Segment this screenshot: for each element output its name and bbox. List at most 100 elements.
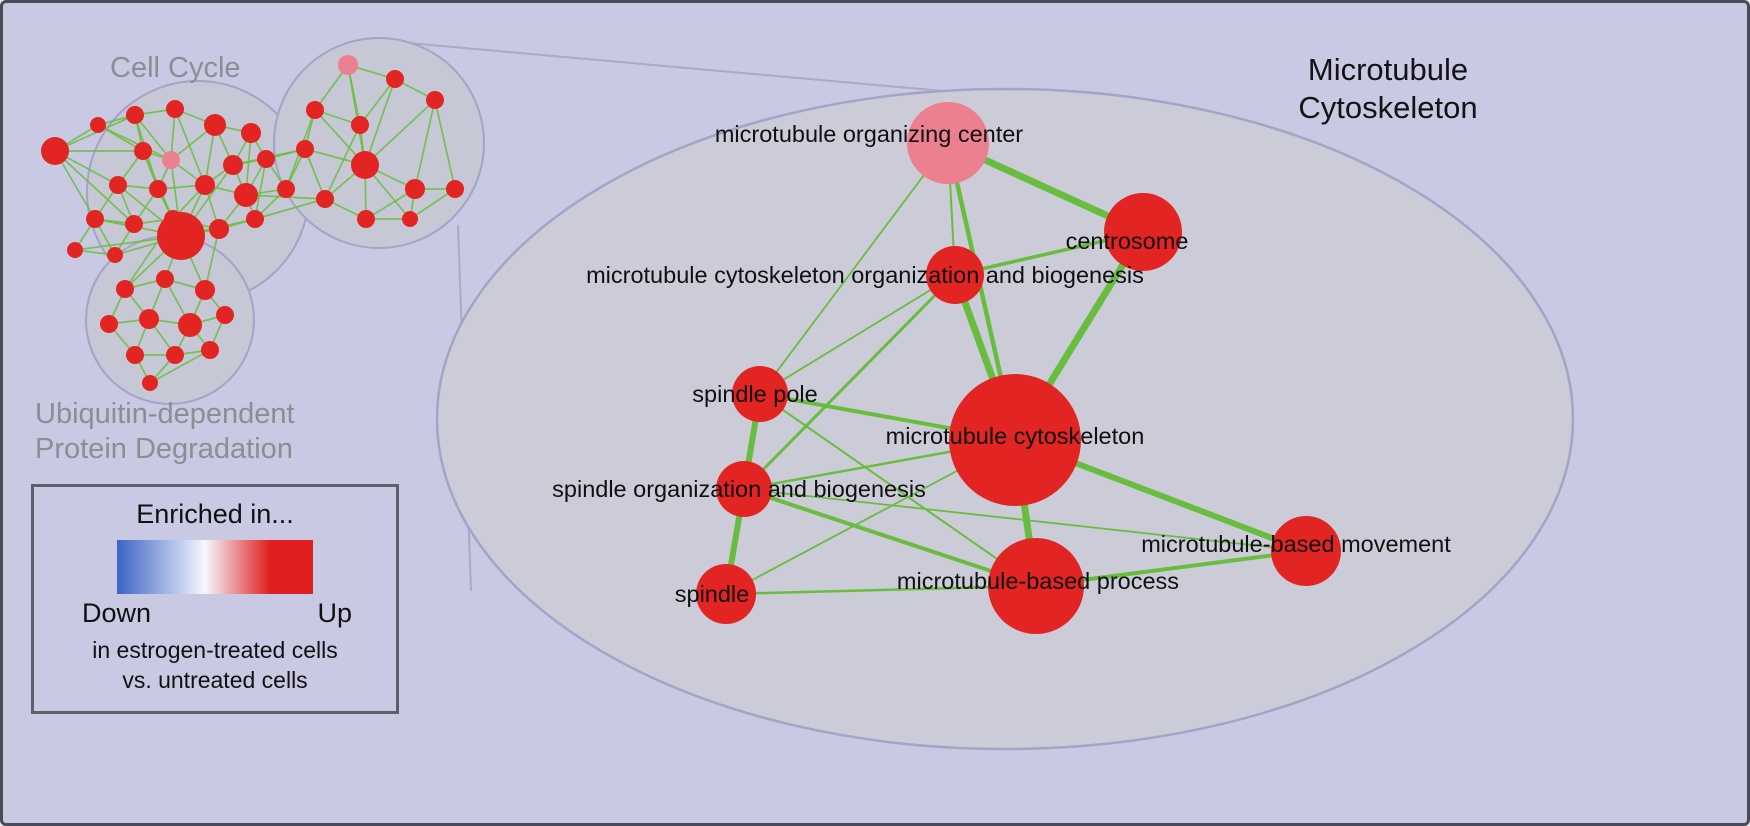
cluster-label-microtubule-cytoskeleton: Microtubule Cytoskeleton [1258, 51, 1518, 127]
mini-node [446, 180, 464, 198]
mini-node [126, 346, 144, 364]
node-spindle-pole [732, 366, 788, 422]
mini-edge [134, 114, 172, 161]
zoomed-network: microtubule organizing center centrosome m… [552, 102, 1451, 634]
network-scene: microtubule organizing center centrosome m… [41, 37, 1575, 751]
mini-node [162, 151, 180, 169]
edge-microtubule-cytoskeleton-organization-and-biogenesis--spindle-pole [759, 274, 956, 395]
node-microtubule-based-movement [1271, 516, 1341, 586]
ubiquitin-label-line2: Protein Degradation [35, 432, 293, 465]
mini-node [90, 117, 106, 133]
edge-spindle--microtubule-based-process [724, 584, 1038, 596]
edge-microtubule-cytoskeleton-organization-and-biogenesis--spindle-organization-and-biogenesis [742, 273, 957, 491]
mini-edge [434, 99, 456, 190]
node-label-spindle: spindle [675, 581, 749, 607]
mini-node [357, 210, 375, 228]
node-label-microtubule-cytoskeleton-organization-and-biogenesis: microtubule cytoskeleton organization an… [586, 262, 1144, 288]
legend-subtitle-line2: vs. untreated cells [122, 667, 308, 694]
mini-node [257, 150, 275, 168]
mini-node [405, 179, 425, 199]
node-label-microtubule-based-process: microtubule-based process [897, 568, 1179, 594]
node-label-spindle-organization-and-biogenesis: spindle organization and biogenesis [552, 476, 926, 502]
legend-title: Enriched in... [136, 499, 294, 529]
mini-edge [254, 158, 267, 220]
mini-node [157, 212, 205, 260]
mini-node [296, 140, 314, 158]
edge-spindle-organization-and-biogenesis--microtubule-based-process [742, 487, 1038, 588]
mini-node [134, 142, 152, 160]
mini-node [166, 100, 184, 118]
legend-subtitle: in estrogen-treated cells vs. untreated … [34, 635, 396, 696]
mini-node [338, 55, 358, 75]
legend: Enriched in... Down Up in estrogen-treat… [31, 484, 399, 714]
node-microtubule-cytoskeleton-organization-and-biogenesis [926, 246, 984, 304]
mini-edge [97, 124, 172, 161]
mini-edge [204, 228, 220, 291]
mini-edge [149, 349, 211, 384]
mini-node [116, 280, 134, 298]
node-label-microtubule-organizing-center: microtubule organizing center [715, 121, 1023, 147]
mini-node [204, 114, 226, 136]
node-microtubule-cytoskeleton [949, 374, 1081, 506]
edge-spindle-pole--microtubule-based-process [759, 393, 1037, 587]
node-spindle-organization-and-biogenesis [716, 461, 772, 517]
ubiquitin-label-line1: Ubiquitin-dependent [35, 398, 295, 430]
mini-edge [324, 124, 361, 200]
mini-edge [54, 150, 135, 225]
node-label-spindle-pole: spindle pole [692, 381, 817, 407]
mini-node [201, 341, 219, 359]
legend-gradient-bar [117, 540, 313, 594]
mini-edge [409, 188, 456, 220]
zoom-connector-line [385, 40, 989, 96]
legend-down-label: Down [82, 598, 152, 628]
mini-node [156, 270, 174, 288]
mini-node [149, 180, 167, 198]
node-microtubule-organizing-center [907, 102, 989, 184]
mini-edge [174, 108, 206, 186]
cluster-label-cell-cycle: Cell Cycle [110, 52, 241, 84]
mini-edge [414, 99, 436, 190]
mini-node [246, 210, 264, 228]
mini-node [351, 116, 369, 134]
mini-node [223, 155, 243, 175]
legend-subtitle-line1: in estrogen-treated cells [92, 637, 338, 663]
node-label-centrosome: centrosome [1066, 228, 1189, 254]
mini-node [178, 313, 202, 337]
mini-node [402, 211, 418, 227]
mini-node [216, 306, 234, 324]
mini-node [86, 210, 104, 228]
mini-node [426, 91, 444, 109]
mini-edge [54, 114, 136, 152]
mini-node [100, 315, 118, 333]
mini-node [234, 183, 258, 207]
mini-network [41, 37, 485, 405]
mini-node [351, 151, 379, 179]
mini-edge [359, 78, 396, 126]
mini-node [41, 137, 69, 165]
mini-node [195, 280, 215, 300]
mini-node [107, 247, 123, 263]
mini-edge [254, 198, 326, 220]
mini-node [277, 180, 295, 198]
mini-node [209, 219, 229, 239]
node-microtubule-based-process [988, 538, 1084, 634]
mini-node [125, 215, 143, 233]
mini-node [166, 346, 184, 364]
cluster-label-ubiquitin: Ubiquitin-dependent Protein Degradation [35, 397, 295, 467]
mini-node [241, 123, 261, 143]
node-label-microtubule-based-movement: microtubule-based movement [1141, 531, 1451, 557]
node-spindle [696, 564, 756, 624]
mini-node [306, 101, 324, 119]
mini-node [316, 190, 334, 208]
mini-edge [364, 99, 436, 166]
node-label-microtubule-cytoskeleton: microtubule cytoskeleton [886, 423, 1145, 449]
mini-node [109, 176, 127, 194]
legend-end-labels: Down Up [34, 594, 396, 629]
mini-node [139, 309, 159, 329]
mini-node [386, 70, 404, 88]
microtubule-label-line2: Cytoskeleton [1298, 89, 1478, 125]
microtubule-label-line1: Microtubule [1307, 52, 1469, 87]
mini-node [126, 106, 144, 124]
mini-node [142, 375, 158, 391]
